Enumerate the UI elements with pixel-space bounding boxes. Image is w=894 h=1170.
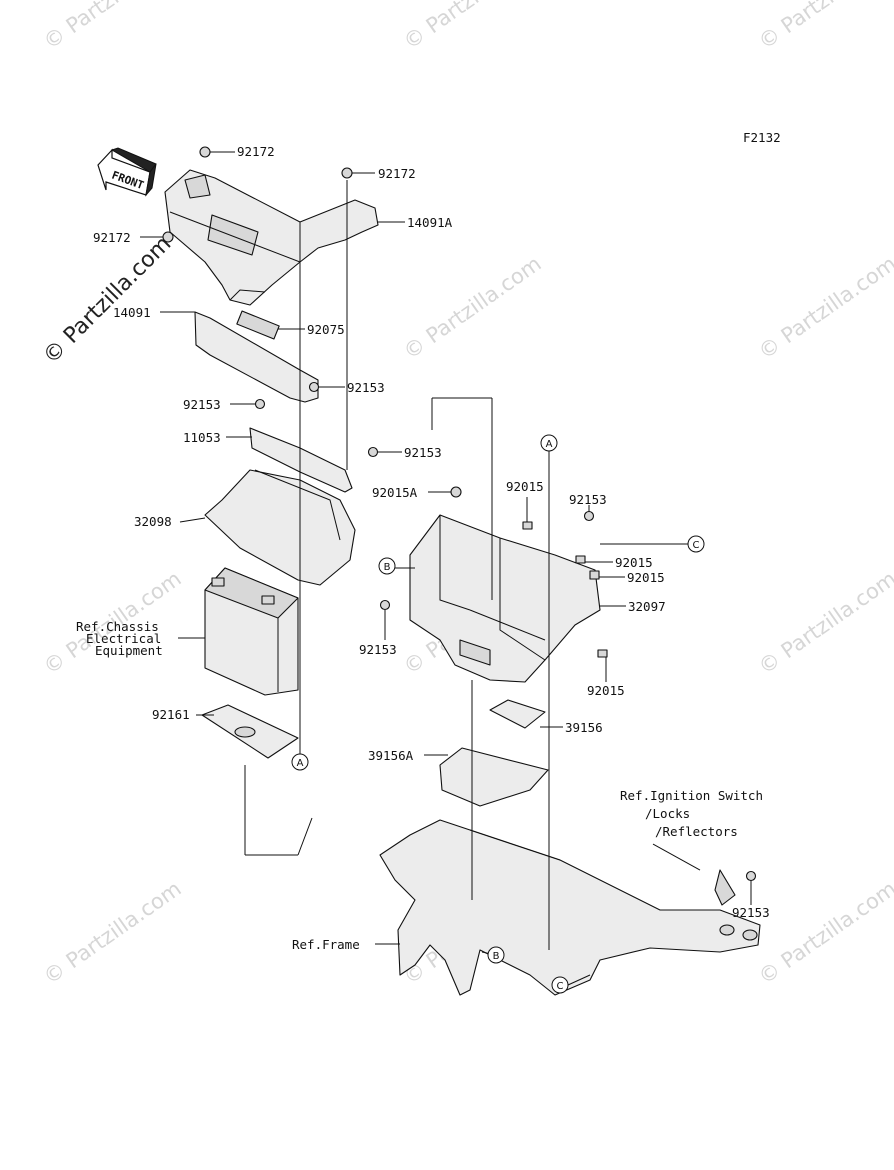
callout-label: 32098 bbox=[134, 514, 172, 529]
callout-label: 92161 bbox=[152, 707, 190, 722]
cover-14091a bbox=[164, 169, 379, 306]
callout-label: 92015 bbox=[627, 570, 665, 585]
marker-c-bottom: C bbox=[551, 976, 569, 994]
tray-92161 bbox=[201, 704, 299, 759]
callout-label: 92015A bbox=[372, 485, 418, 500]
marker-a-top: A bbox=[540, 434, 558, 452]
callout-label: 92172 bbox=[237, 144, 275, 159]
callout-label: 92153 bbox=[732, 905, 770, 920]
nut-icon bbox=[450, 486, 462, 498]
bolt-icon bbox=[162, 231, 174, 243]
bolt-icon bbox=[199, 146, 211, 158]
svg-text:A: A bbox=[297, 758, 304, 769]
svg-text:B: B bbox=[493, 951, 500, 962]
ref-chassis-line1: Ref.Chassis bbox=[76, 619, 159, 634]
watermark: © Partzilla.com bbox=[399, 0, 546, 54]
circle-markers: A A B B C C bbox=[291, 434, 705, 994]
frame bbox=[379, 819, 761, 996]
callout-label: 92153 bbox=[359, 642, 397, 657]
bolt-icon bbox=[745, 870, 757, 882]
callout-label: 11053 bbox=[183, 430, 221, 445]
watermark: © Partzilla.com bbox=[399, 251, 546, 364]
bolt-icon bbox=[341, 167, 353, 179]
bolt-icon bbox=[583, 510, 595, 522]
callout-label: 39156A bbox=[368, 748, 414, 763]
ref-ignition-line1: Ref.Ignition Switch bbox=[620, 788, 763, 803]
watermark: © Partzilla.com bbox=[754, 566, 894, 679]
callout-label: 92075 bbox=[307, 322, 345, 337]
watermark: © Partzilla.com bbox=[754, 251, 894, 364]
callout-label: 92153 bbox=[569, 492, 607, 507]
clip-icon bbox=[589, 570, 600, 580]
pad-39156a bbox=[439, 747, 549, 807]
svg-text:C: C bbox=[693, 540, 700, 551]
callout-label: 39156 bbox=[565, 720, 603, 735]
bolt-icon bbox=[379, 599, 391, 611]
bracket-11053 bbox=[249, 427, 353, 493]
front-arrow-icon: FRONT bbox=[97, 147, 157, 197]
callout-label: 92153 bbox=[347, 380, 385, 395]
bracket-14091 bbox=[194, 310, 319, 403]
callout-label: 14091A bbox=[407, 215, 453, 230]
watermark: © Partzilla.com bbox=[39, 876, 186, 989]
ref-chassis-line2: Electrical bbox=[86, 631, 161, 646]
bolt-icon bbox=[254, 398, 266, 410]
clip-icon bbox=[575, 555, 586, 564]
watermark: © Partzilla.com bbox=[754, 876, 894, 989]
marker-c-top: C bbox=[687, 535, 705, 553]
watermark-primary: © Partzilla.com bbox=[39, 232, 177, 370]
bolt-icon bbox=[367, 446, 379, 458]
reference-notes: Ref.Chassis Electrical Equipment Ref.Ign… bbox=[76, 619, 763, 952]
bolt-icon bbox=[308, 381, 320, 393]
callout-label: 32097 bbox=[628, 599, 666, 614]
battery bbox=[204, 567, 299, 696]
ref-ignition-line2: /Locks bbox=[645, 806, 690, 821]
callout-label: 92172 bbox=[93, 230, 131, 245]
cover-32098 bbox=[204, 469, 356, 586]
marker-b-bottom: B bbox=[487, 946, 505, 964]
ref-frame: Ref.Frame bbox=[292, 937, 360, 952]
ref-chassis-line3: Equipment bbox=[95, 643, 163, 658]
clip-icon bbox=[522, 521, 533, 530]
callout-label: 14091 bbox=[113, 305, 151, 320]
callout-label: 92015 bbox=[587, 683, 625, 698]
watermark: © Partzilla.com bbox=[754, 0, 894, 54]
svg-text:B: B bbox=[384, 562, 391, 573]
callout-label: 92172 bbox=[378, 166, 416, 181]
clip-icon bbox=[597, 649, 608, 658]
marker-a-bottom: A bbox=[291, 753, 309, 771]
callout-label: 92015 bbox=[506, 479, 544, 494]
marker-b-top: B bbox=[378, 557, 396, 575]
ref-ignition-line3: /Reflectors bbox=[655, 824, 738, 839]
watermark: © Partzilla.com bbox=[39, 0, 186, 54]
fasteners bbox=[162, 146, 757, 882]
callout-label: 92015 bbox=[615, 555, 653, 570]
svg-text:C: C bbox=[557, 981, 564, 992]
svg-text:A: A bbox=[546, 439, 553, 450]
pad-39156 bbox=[489, 699, 546, 729]
callout-label: 92153 bbox=[183, 397, 221, 412]
callout-label: 92153 bbox=[404, 445, 442, 460]
figure-code: F2132 bbox=[743, 130, 781, 145]
callout-labels: 92172 92172 92172 14091A 14091 92075 921… bbox=[93, 144, 770, 920]
battery-case-32097 bbox=[409, 514, 601, 683]
